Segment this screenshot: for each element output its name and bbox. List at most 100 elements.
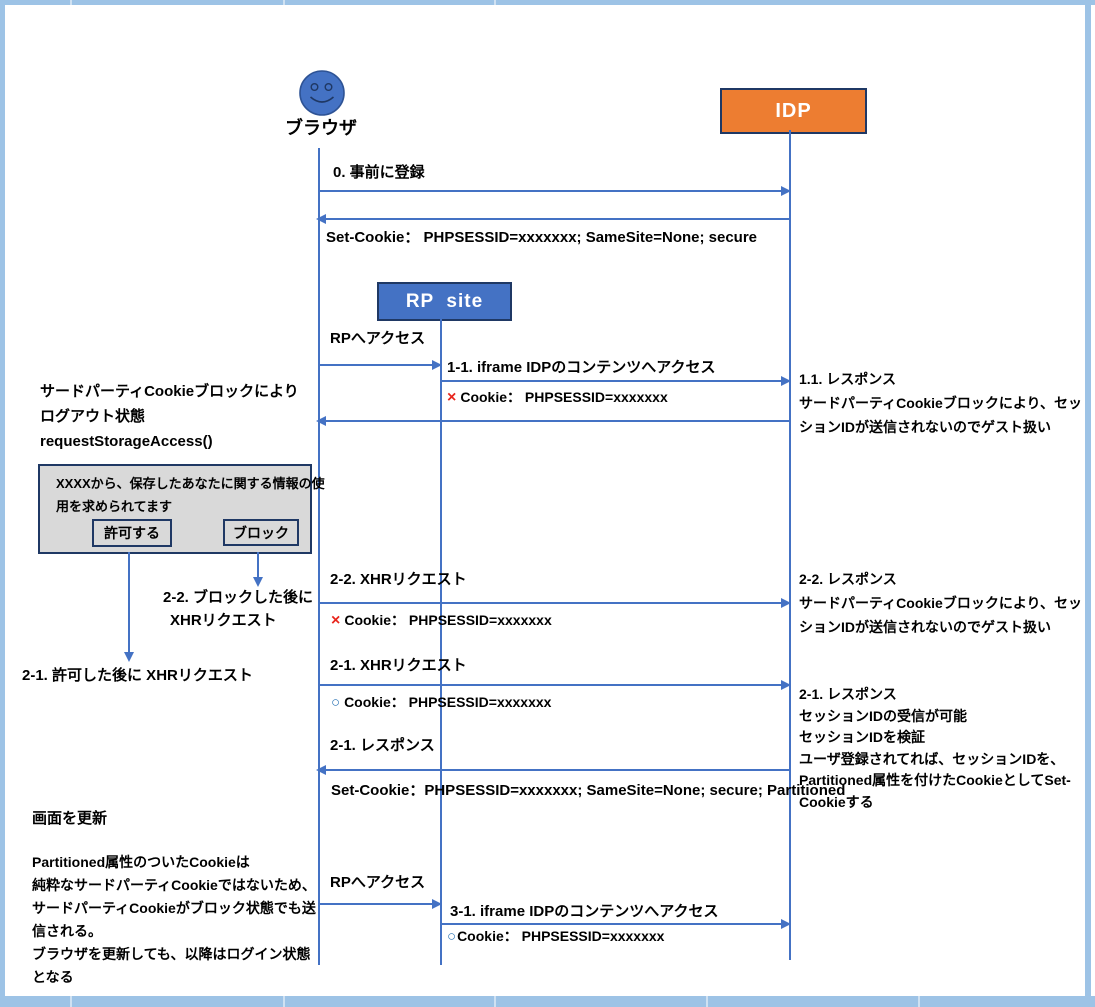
msg-rp-access1-label: RPへアクセス [330,330,426,347]
allowed-circle-icon: ○ [447,928,457,945]
note-response-2-2: 2-2. レスポンス サードパーティCookieブロックにより、セッ ションID… [799,567,1082,639]
msg-response1-arrow [316,416,789,426]
note-line: ションIDが送信されないのでゲスト扱い [799,619,1051,635]
msg-response21-label: 2-1. レスポンス [330,737,435,754]
msg-iframe1-arrow [440,376,791,386]
arrowhead-down [124,652,134,662]
block-button[interactable]: ブロック [223,519,299,546]
msg-register-label: 0. 事前に登録 [333,164,425,181]
allow-flow-arrow [124,552,134,662]
msg-xhr21-label: 2-1. XHRリクエスト [330,657,467,674]
note-line: セッションIDを検証 [799,729,925,745]
note-line: サードパーティCookieブロックにより、セッ [799,395,1082,411]
grid-tick [494,996,496,1007]
browser-smiley-icon [299,70,345,116]
arrowhead-right [432,360,442,370]
arrowhead-left [316,416,326,426]
arrowhead-right [781,186,791,196]
msg-response21-arrow [316,765,789,775]
rp-site-box: RP site [377,282,512,321]
msg-setcookie1-arrow [316,214,789,224]
idp-lifeline [789,130,791,960]
blocked-x-icon: × [331,612,341,629]
note-line: セッションIDの受信が可能 [799,707,967,724]
cookie-text: Cookie： PHPSESSID=xxxxxxx [344,694,552,710]
msg-xhr22-label: 2-2. XHRリクエスト [330,571,467,588]
msg-iframe3-arrow [440,919,791,929]
frame-bottom [0,996,1095,1007]
note-line: Partitioned属性を付けたCookieとしてSet- [799,772,1071,788]
blocked-x-icon: × [447,389,457,406]
frame-left [0,0,5,1007]
idp-actor-box: IDP [720,88,867,134]
note-partitioned: Partitioned属性のついたCookieは 純粋なサードパーティCooki… [32,851,316,989]
note-line: Cookieする [799,793,874,810]
cookie-text: Cookie： PHPSESSID=xxxxxxx [460,389,668,405]
msg-rp-access2-label: RPへアクセス [330,874,426,891]
msg-rp-access2-arrow [318,899,442,909]
rp-lifeline [440,317,442,965]
msg-xhr21-arrow [318,680,791,690]
arrowhead-left [316,765,326,775]
cookie-line-allowed-1: ○Cookie： PHPSESSID=xxxxxxx [331,694,551,713]
rp-site-label: RP site [405,290,484,312]
note-line: ブラウザを更新しても、以降はログイン状態 [32,946,311,962]
note-refresh: 画面を更新 [32,810,108,827]
arrowhead-right [781,919,791,929]
note-blocked-line1: サードパーティCookieブロックにより [40,383,299,400]
note-response-2-1: 2-1. レスポンス セッションIDの受信が可能 セッションIDを検証 ユーザ登… [799,684,1071,813]
grid-tick [918,996,920,1007]
block-flow-arrow [253,552,263,587]
cookie-line-blocked-1: ×Cookie： PHPSESSID=xxxxxxx [447,388,668,408]
dialog-message-line1: XXXXから、保存したあなたに関する情報の使 [56,476,325,491]
arrowhead-right [781,376,791,386]
arrowhead-right [781,598,791,608]
note-response-1-1: 1.1. レスポンス サードパーティCookieブロックにより、セッ ションID… [799,367,1082,439]
note-line: 信される。 [32,923,102,939]
msg-iframe1-label: 1-1. iframe IDPのコンテンツへアクセス [447,359,716,376]
frame-right [1085,0,1091,1007]
grid-tick [283,0,285,5]
note-line: ユーザ登録されてれば、セッションIDを、 [799,750,1065,767]
arrowhead-left [316,214,326,224]
note-line: サードパーティCookieがブロック状態でも送 [32,900,316,916]
note-after-allow: 2-1. 許可した後に XHRリクエスト [22,667,253,684]
msg-iframe3-label: 3-1. iframe IDPのコンテンツへアクセス [450,903,719,920]
msg-setcookie1-label: Set-Cookie： PHPSESSID=xxxxxxx; SameSite=… [326,229,758,246]
msg-xhr22-arrow [318,598,791,608]
note-line: となる [32,969,74,985]
note-blocked-line2: ログアウト状態 [40,408,146,425]
storage-access-dialog: XXXXから、保存したあなたに関する情報の使 用を求められてます 許可する ブロ… [38,464,325,554]
note-api-call: requestStorageAccess() [40,433,213,450]
cookie-text: Cookie： PHPSESSID=xxxxxxx [457,928,665,944]
cookie-text: Cookie： PHPSESSID=xxxxxxx [344,612,552,628]
arrowhead-right [432,899,442,909]
allow-button[interactable]: 許可する [92,519,172,547]
note-line: サードパーティCookieブロックにより、セッ [799,595,1082,611]
grid-tick [706,996,708,1007]
grid-tick [70,0,72,5]
arrowhead-down [253,577,263,587]
cookie-line-allowed-2: ○Cookie： PHPSESSID=xxxxxxx [447,928,664,947]
note-after-block-line1: 2-2. ブロックした後に [163,589,314,606]
grid-tick [70,996,72,1007]
note-line: 純粋なサードパーティCookieではないため、 [32,877,316,893]
browser-actor-label: ブラウザ [285,118,357,138]
browser-lifeline [318,148,320,965]
grid-tick [494,0,496,5]
msg-setcookie2-label: Set-Cookie：PHPSESSID=xxxxxxx; SameSite=N… [331,782,846,799]
msg-rp-access1-arrow [318,360,442,370]
note-line: 2-1. レスポンス [799,686,897,702]
idp-actor-label: IDP [775,99,812,122]
grid-tick [283,996,285,1007]
note-line: ションIDが送信されないのでゲスト扱い [799,419,1051,435]
note-line: Partitioned属性のついたCookieは [32,854,250,870]
allowed-circle-icon: ○ [331,694,341,711]
msg-register-arrow [318,186,791,196]
arrowhead-right [781,680,791,690]
frame-top [0,0,1095,5]
note-line: 2-2. レスポンス [799,571,897,587]
note-after-block-line2: XHRリクエスト [170,612,277,629]
note-line: 1.1. レスポンス [799,371,896,387]
